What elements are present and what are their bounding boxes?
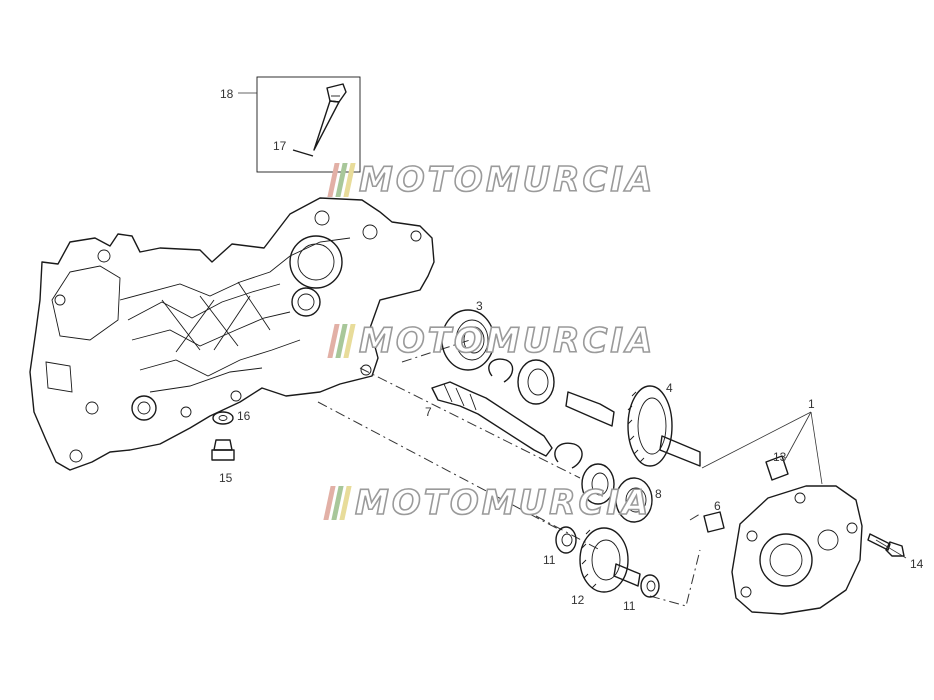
crankcase-part (29, 197, 435, 471)
gear-bearing-part (517, 359, 555, 405)
watermark-text: MOTOMURCIA (358, 320, 656, 362)
dipstick-part (313, 83, 347, 151)
drain-plug-part-15 (211, 439, 235, 461)
washer-part-16 (212, 411, 234, 425)
bearing-part-3 (441, 309, 495, 371)
circlip-part (488, 358, 514, 383)
callout-11b: 11 (623, 599, 636, 613)
watermark-middle: MOTOMURCIA (327, 320, 656, 362)
dowel-part-13 (765, 455, 789, 481)
callout-4: 4 (666, 381, 673, 395)
washer-part-11b (640, 574, 660, 598)
leader-lines (701, 411, 907, 559)
dowel-part-6 (703, 511, 725, 533)
callout-13: 13 (773, 450, 787, 464)
callout-18: 18 (220, 87, 234, 101)
gear-shaft-part-4 (565, 385, 701, 467)
watermark-bottom: MOTOMURCIA (323, 482, 652, 524)
callout-16: 16 (237, 409, 251, 423)
watermark-text: MOTOMURCIA (354, 482, 652, 524)
callout-17: 17 (273, 139, 287, 153)
callout-6: 6 (714, 499, 721, 513)
bearing-part-lower (581, 463, 615, 505)
oring-part-17 (292, 149, 314, 157)
bearing-part-8 (615, 477, 653, 523)
callout-3: 3 (476, 299, 483, 313)
callout-15: 15 (219, 471, 233, 485)
gear-part-12 (579, 527, 641, 593)
callout-labels: 18 17 3 4 7 16 15 1 13 8 6 11 12 11 14 (219, 87, 924, 613)
watermark-text: MOTOMURCIA (358, 159, 656, 201)
bolt-part-14 (867, 533, 905, 557)
cover-part-1 (731, 485, 863, 615)
washer-part-11a (555, 526, 577, 554)
callout-11a: 11 (543, 553, 556, 567)
callout-8: 8 (655, 487, 662, 501)
circlip-part-2 (554, 442, 583, 469)
dipstick-inset (238, 76, 361, 173)
callout-1: 1 (808, 397, 815, 411)
callout-14: 14 (910, 557, 924, 571)
callout-12: 12 (571, 593, 585, 607)
callout-7: 7 (425, 405, 432, 419)
shaft-part-7 (431, 381, 553, 457)
watermark-top: MOTOMURCIA (327, 159, 656, 201)
